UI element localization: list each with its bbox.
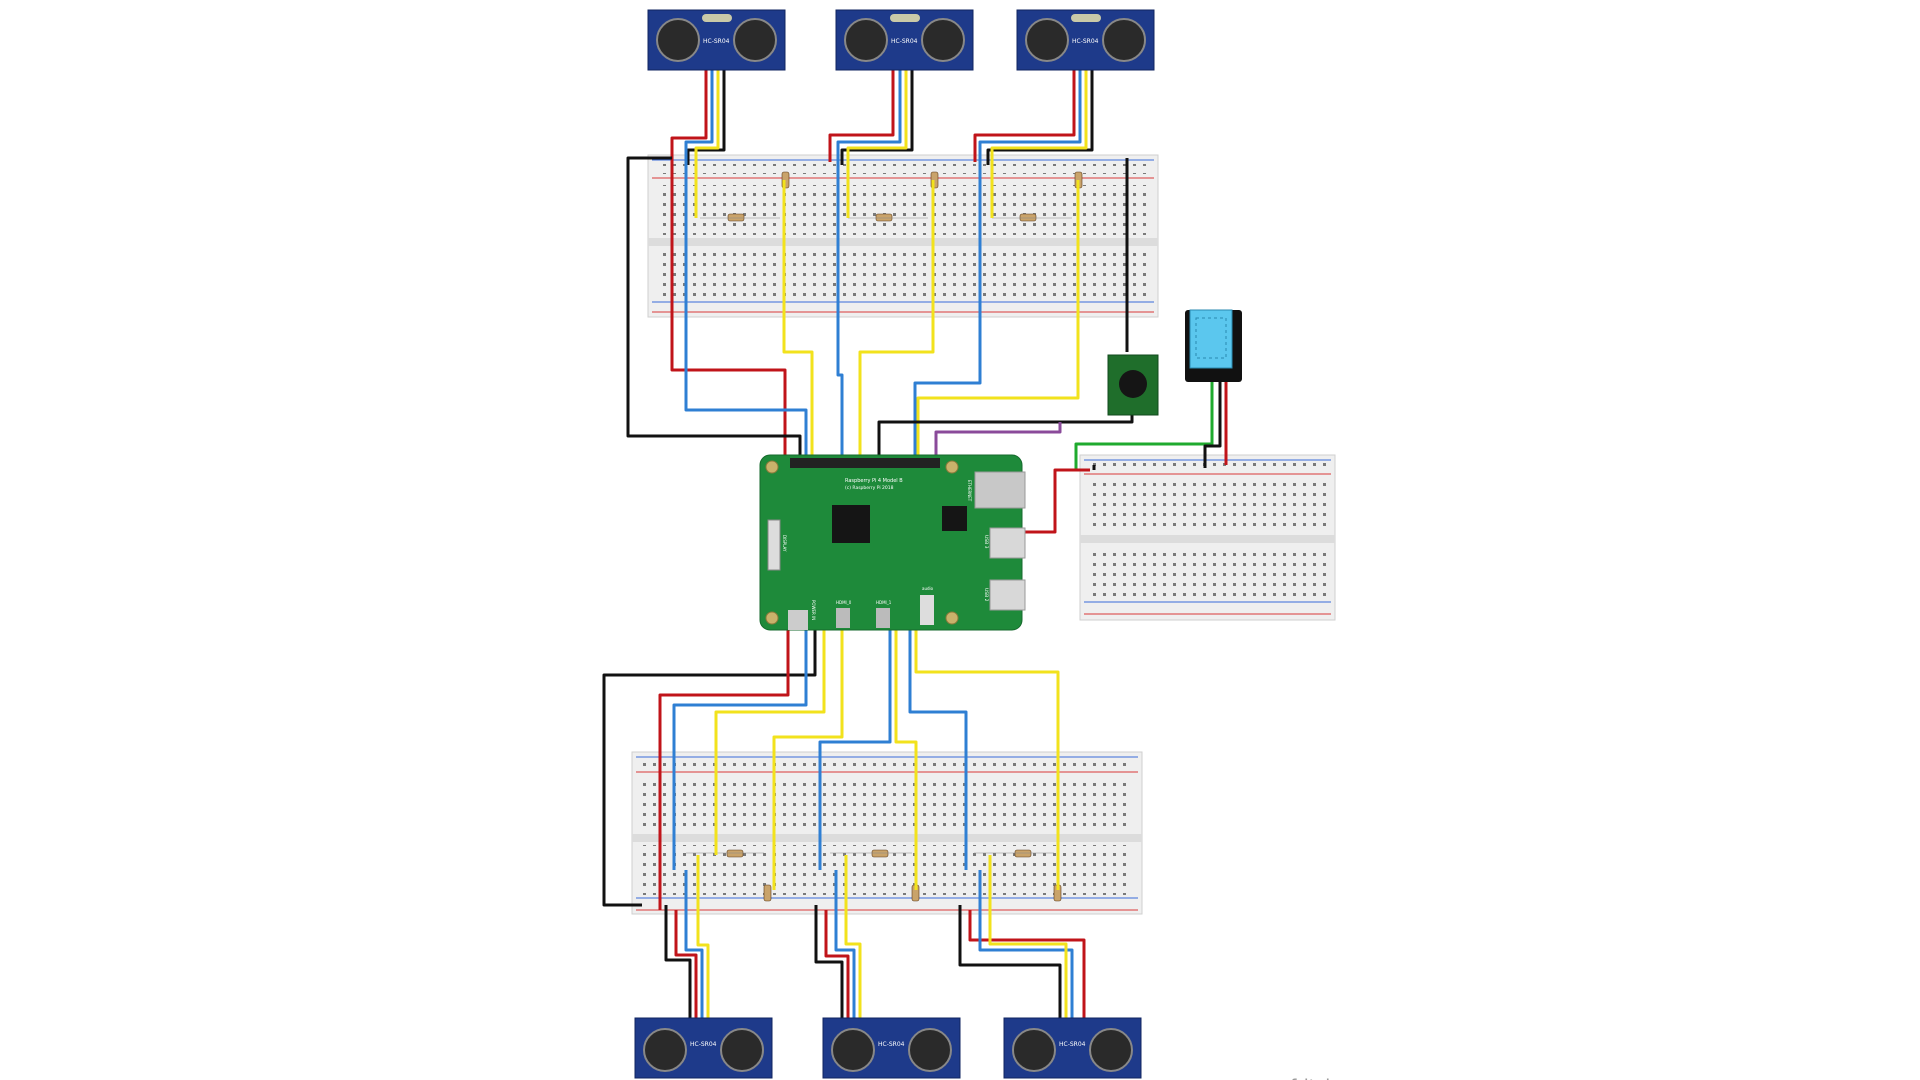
pi-audio-label: audio	[922, 586, 934, 591]
wire-red	[828, 70, 895, 162]
wire-black	[840, 70, 914, 165]
wire-purple	[934, 422, 1062, 460]
wire-yellow	[990, 70, 1088, 218]
resistor	[871, 849, 889, 858]
wire-red	[973, 70, 1076, 162]
sensor-label: HC-SR04	[1072, 38, 1099, 45]
pi-display-label: DISPLAY	[782, 535, 787, 552]
buzzer	[1107, 354, 1159, 416]
ultrasonic-sensor-top-3: HC-SR04	[1016, 9, 1155, 71]
wire-black	[1203, 382, 1222, 468]
wire-black	[814, 905, 844, 1018]
pi-usb3-label: USB 3	[983, 535, 989, 549]
resistor	[1019, 213, 1037, 222]
wire-yellow	[694, 70, 720, 218]
sensor-label: HC-SR04	[891, 38, 918, 45]
wire-yellow	[916, 180, 1080, 460]
wire-green	[1074, 382, 1214, 470]
ultrasonic-sensor-top-2: HC-SR04	[835, 9, 974, 71]
sensor-label: HC-SR04	[1059, 1041, 1086, 1048]
sensor-label: HC-SR04	[703, 38, 730, 45]
wire-black	[602, 620, 817, 907]
wire-blue	[913, 70, 1082, 460]
wire-black	[664, 905, 692, 1018]
resistors	[686, 171, 1083, 902]
resistor	[875, 213, 893, 222]
breadboard-right	[1079, 454, 1336, 621]
wire-yellow	[894, 620, 918, 890]
wire-blue	[834, 870, 856, 1018]
wire-blue	[978, 870, 1074, 1018]
breadboard-bottom	[631, 751, 1143, 915]
pi-title: Raspberry Pi 4 Model B	[845, 478, 903, 484]
wire-blue	[908, 620, 968, 870]
pi-power-label: POWER IN	[811, 600, 816, 620]
ultrasonic-sensor-bottom-2: HC-SR04	[822, 1017, 961, 1079]
resistor	[763, 884, 772, 902]
wire-blue	[684, 70, 808, 460]
sensor-label: HC-SR04	[878, 1041, 905, 1048]
wire-yellow	[846, 70, 908, 218]
wire-black	[877, 415, 1134, 460]
sensor-label: HC-SR04	[690, 1041, 717, 1048]
wire-yellow	[782, 180, 814, 460]
wire-red	[824, 910, 850, 1018]
watermark: fritzing	[1290, 1076, 1353, 1080]
pi-usb2-label: USB 2	[983, 588, 989, 602]
wire-yellow	[696, 855, 710, 1018]
wire-black	[626, 156, 802, 460]
resistor	[727, 213, 745, 222]
wire-red	[968, 910, 1086, 1018]
wire-yellow	[714, 620, 826, 855]
wire-yellow	[858, 180, 935, 460]
raspberry-pi: Raspberry Pi 4 Model B (c) Raspberry Pi …	[759, 454, 1026, 631]
ultrasonic-sensor-top-1: HC-SR04	[647, 9, 786, 71]
wire-black	[958, 905, 1062, 1018]
dht-sensor	[1185, 309, 1242, 382]
pi-hdmi1-label: HDMI_1	[876, 600, 892, 605]
wire-yellow	[988, 855, 1068, 1018]
pi-hdmi0-label: HDMI_0	[836, 600, 852, 605]
wire-blue	[672, 620, 808, 870]
resistor	[1014, 849, 1032, 858]
wire-black	[986, 70, 1094, 165]
wire-yellow	[844, 855, 862, 1018]
wire-yellow	[772, 620, 844, 890]
wire-yellow	[914, 620, 1060, 890]
pi-ethernet-label: ETHERNET	[967, 480, 972, 502]
wire-blue	[836, 70, 902, 460]
wire-blue	[818, 620, 892, 870]
wire-red	[674, 910, 698, 1018]
wire-red	[670, 70, 787, 460]
wire-blue	[684, 870, 704, 1018]
breadboard-top	[647, 154, 1159, 318]
pi-copyright: (c) Raspberry Pi 2018	[845, 485, 894, 491]
resistor	[726, 849, 744, 858]
wire-black	[686, 70, 726, 165]
wire-red	[658, 620, 790, 910]
ultrasonic-sensor-bottom-3: HC-SR04	[1003, 1017, 1142, 1079]
ultrasonic-sensor-bottom-1: HC-SR04	[634, 1017, 773, 1079]
